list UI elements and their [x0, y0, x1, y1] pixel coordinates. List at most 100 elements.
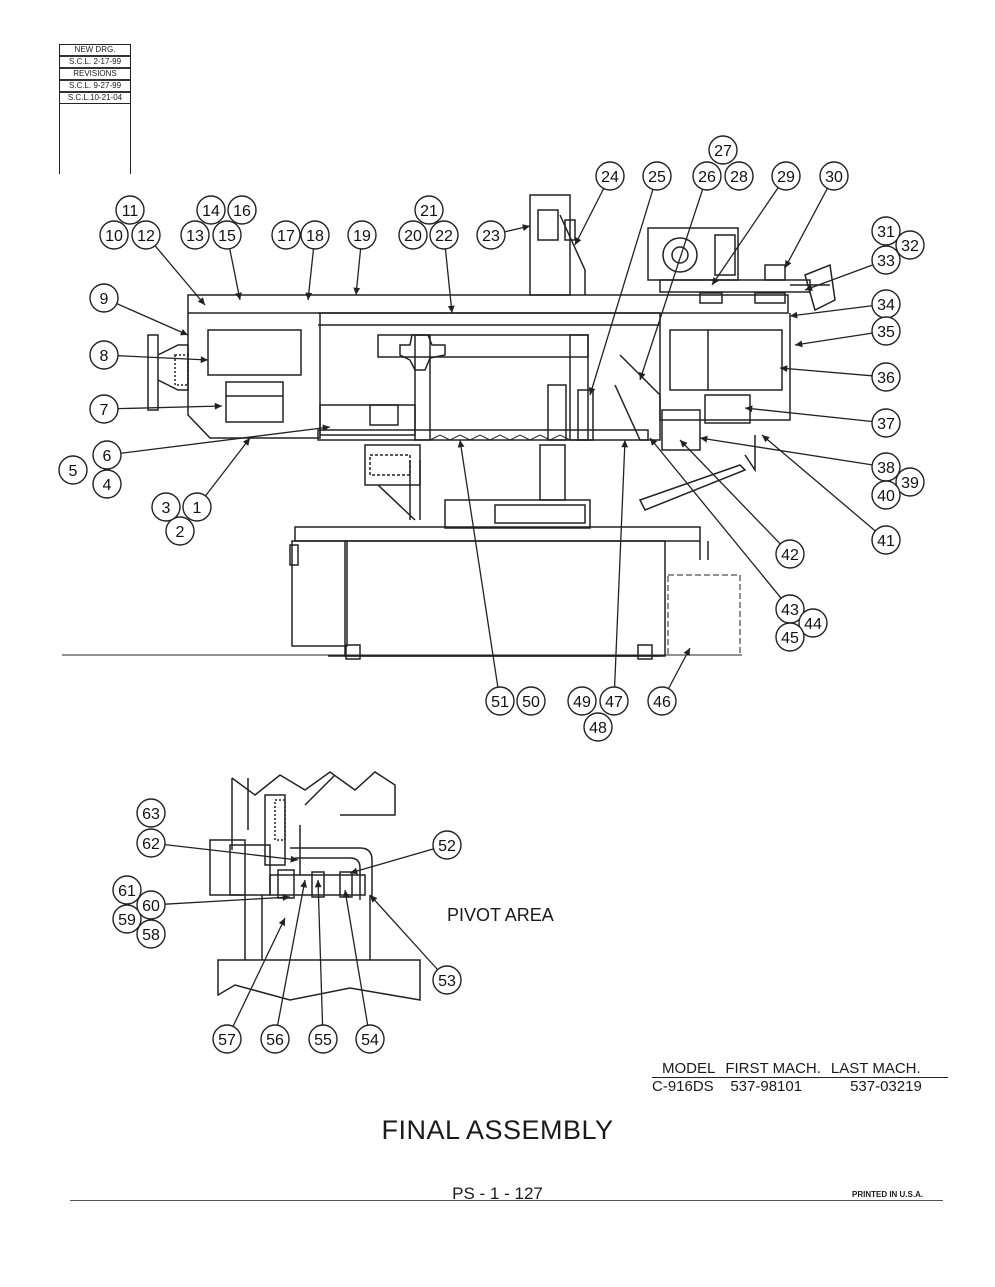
- leader-arrowhead: [314, 880, 322, 888]
- leader-arrowhead: [762, 435, 770, 443]
- callout-38: 38: [699, 435, 901, 482]
- callout-number: 4: [103, 477, 112, 494]
- leader-arrowhead: [522, 224, 530, 231]
- leader-line: [784, 188, 828, 269]
- leader-line: [779, 367, 873, 377]
- callout-49: 49: [567, 686, 597, 716]
- callout-circle: [212, 1024, 242, 1054]
- callout-number: 12: [137, 228, 155, 245]
- callout-1: 1: [182, 437, 251, 522]
- last-mach-value: 537-03219: [850, 1078, 922, 1095]
- callout-circle: [300, 220, 330, 250]
- leader-line: [116, 303, 189, 336]
- leader-line: [744, 407, 873, 423]
- callout-59: 59: [112, 904, 142, 934]
- model-value: C-916DS: [652, 1078, 714, 1095]
- callout-number: 26: [698, 169, 716, 186]
- callout-54: 54: [342, 889, 385, 1054]
- callout-number: 61: [118, 883, 136, 900]
- callout-circle: [871, 245, 901, 275]
- callout-30: 30: [784, 161, 849, 269]
- callout-circle: [165, 516, 195, 546]
- callout-circle: [136, 798, 166, 828]
- revision-cell: S.C.L. 9-27-99: [60, 80, 130, 92]
- leader-line: [574, 188, 605, 246]
- callout-24: 24: [574, 161, 625, 246]
- leader-arrowhead: [370, 895, 378, 903]
- callout-circle: [196, 195, 226, 225]
- callout-14: 14: [196, 195, 226, 225]
- callout-26: 26: [639, 161, 722, 381]
- callout-40: 40: [871, 480, 901, 510]
- callout-circle: [414, 195, 444, 225]
- leader-line: [444, 248, 453, 314]
- leader-arrowhead: [575, 237, 582, 245]
- callout-number: 30: [825, 169, 843, 186]
- callout-circle: [642, 161, 672, 191]
- leader-line: [232, 917, 286, 1027]
- callout-circle: [516, 686, 546, 716]
- callout-12: 12: [131, 220, 206, 306]
- leader-line: [667, 647, 691, 689]
- callout-20: 20: [398, 220, 428, 250]
- callout-53: 53: [369, 894, 462, 995]
- callout-circle: [432, 830, 462, 860]
- callout-6: 6: [92, 424, 331, 470]
- callout-number: 2: [176, 524, 185, 541]
- callout-circle: [432, 965, 462, 995]
- leader-line: [761, 434, 876, 532]
- revision-cell: S.C.L.10-21-04: [60, 92, 130, 104]
- model-header: MODEL: [662, 1060, 716, 1077]
- leader-arrowhead: [214, 402, 222, 410]
- callout-number: 19: [353, 228, 371, 245]
- leader-arrowhead: [180, 328, 188, 336]
- leader-arrowhead: [342, 890, 350, 898]
- callout-19: 19: [347, 220, 377, 296]
- leader-arrowhead: [700, 435, 708, 443]
- callout-circle: [180, 220, 210, 250]
- callout-number: 60: [142, 898, 160, 915]
- callout-circle: [136, 919, 166, 949]
- callout-number: 35: [877, 324, 895, 341]
- callout-number: 3: [162, 500, 171, 517]
- callout-number: 32: [901, 238, 919, 255]
- callout-number: 47: [605, 694, 623, 711]
- callout-number: 42: [781, 547, 799, 564]
- callout-number: 9: [100, 291, 109, 308]
- leader-arrowhead: [683, 648, 690, 656]
- callout-circle: [871, 316, 901, 346]
- callout-number: 31: [877, 224, 895, 241]
- leader-line: [307, 248, 315, 301]
- callout-circle: [476, 220, 506, 250]
- callout-42: 42: [679, 439, 805, 569]
- callout-circle: [819, 161, 849, 191]
- leader-line: [789, 305, 873, 317]
- callout-circle: [136, 828, 166, 858]
- callout-34: 34: [789, 289, 901, 319]
- callout-circle: [599, 686, 629, 716]
- leader-line: [164, 843, 299, 861]
- callout-number: 20: [404, 228, 422, 245]
- callout-number: 57: [218, 1032, 236, 1049]
- leader-arrowhead: [621, 440, 629, 448]
- callout-number: 29: [777, 169, 795, 186]
- callout-number: 37: [877, 416, 895, 433]
- callout-number: 16: [233, 203, 251, 220]
- callout-50: 50: [516, 686, 546, 716]
- leader-arrowhead: [805, 284, 813, 291]
- callout-number: 10: [105, 228, 123, 245]
- callout-number: 15: [218, 228, 236, 245]
- leader-arrowhead: [300, 880, 308, 888]
- callout-number: 13: [186, 228, 204, 245]
- machine-drawing: [62, 194, 836, 1001]
- callout-18: 18: [300, 220, 330, 301]
- callout-circle: [871, 525, 901, 555]
- leader-arrowhead: [712, 277, 719, 285]
- callout-circle: [692, 161, 722, 191]
- callout-25: 25: [588, 161, 672, 396]
- callout-circle: [260, 1024, 290, 1054]
- printed-in-usa: PRINTED IN U.S.A.: [852, 1190, 924, 1199]
- callout-number: 25: [648, 169, 666, 186]
